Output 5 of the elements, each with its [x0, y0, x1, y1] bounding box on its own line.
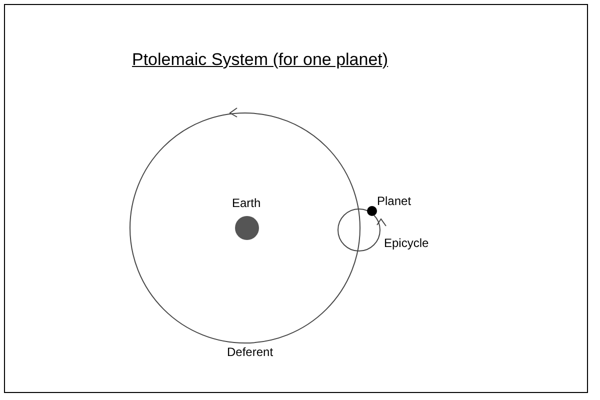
earth-label: Earth	[232, 196, 261, 210]
orbit-label: Deferent	[227, 345, 274, 359]
title: Ptolemaic System (for one planet)	[132, 50, 388, 70]
epicycle-label: Epicycle	[384, 236, 429, 250]
planet-label: Planet	[377, 194, 412, 208]
